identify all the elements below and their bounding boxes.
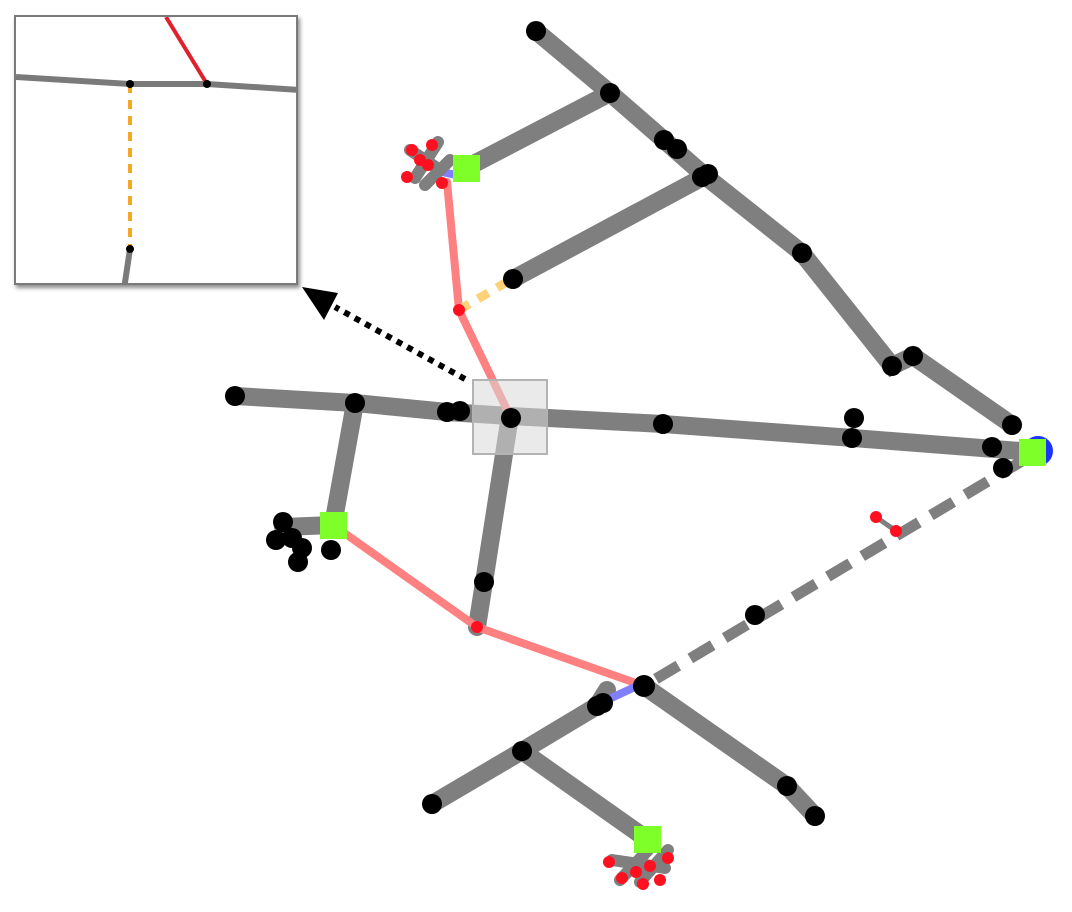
red-node [637,878,649,890]
junction-square-icon [453,155,480,182]
node [842,428,862,448]
red-node [422,159,434,171]
red-node [406,144,418,156]
zoom-inset [14,15,298,285]
junctions [320,155,1046,853]
red-node [616,872,628,884]
lower-middle-branch [513,742,657,849]
red-node [654,874,666,886]
junction-square-icon [320,512,347,539]
node [805,806,825,826]
node [600,83,620,103]
red-node [436,177,448,189]
node [698,164,718,184]
node [903,346,923,366]
node [474,572,494,592]
node [450,401,470,421]
dotted-arrow-icon [333,304,467,382]
node [503,269,523,289]
dashed-gray-line [641,456,1025,691]
red-node [630,866,642,878]
node [1002,415,1022,435]
node [512,741,532,761]
node [321,540,341,560]
red-node [453,304,465,316]
node [345,393,365,413]
junction-square-icon [1019,439,1046,466]
node [633,675,655,697]
node [593,693,613,713]
blue-segment-lower [605,682,639,704]
lower-right-branch [635,677,824,825]
left-branch [324,394,364,534]
node [982,437,1002,457]
branch-upper-2 [504,167,714,288]
black-nodes [225,21,1022,826]
red-node [401,171,413,183]
node [266,530,286,550]
inset-gray-stub [121,248,133,283]
yellow-dashed-segment [456,279,508,314]
branch-upper-1 [457,84,619,177]
node [501,408,521,428]
node [422,794,442,814]
red-node [471,621,483,633]
node [526,21,546,41]
red-node [603,856,615,868]
arrow-head-icon [302,287,338,320]
red-node [890,525,902,537]
node [273,512,293,532]
red-node [870,511,882,523]
node [653,414,673,434]
inset-node [126,245,134,253]
inset-gray-trunk [16,74,296,93]
node [225,386,245,406]
node [844,408,864,428]
red-node [426,139,438,151]
node [288,552,308,572]
node [792,243,812,263]
inset-node [126,80,134,88]
node [993,458,1013,478]
inset-red-line [164,17,209,86]
junction-square-icon [634,826,661,853]
red-node [662,852,674,864]
zoom-inset-diagram [16,17,296,283]
main-lines [226,22,1042,849]
node [745,605,765,625]
red-node [644,860,656,872]
inset-node [203,80,211,88]
node [777,776,797,796]
red-nodes [401,139,902,890]
node [667,139,687,159]
node [882,356,902,376]
